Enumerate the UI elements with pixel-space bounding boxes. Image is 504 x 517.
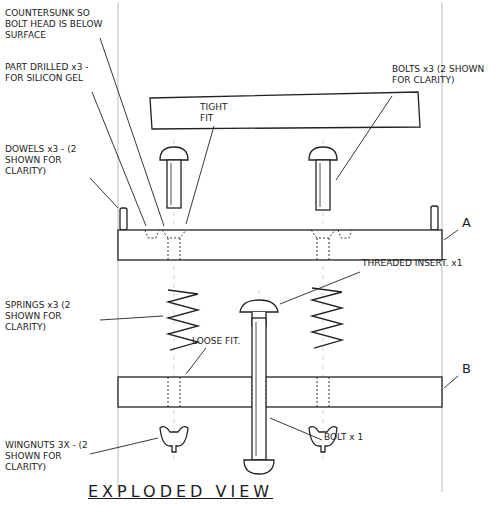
- annotation-note: DOWELS x3 - (2 SHOWN FOR CLARITY): [5, 144, 91, 177]
- annotation-note: BOLTS x3 (2 SHOWN FOR CLARITY): [392, 64, 498, 86]
- annotation-note: THREADED INSERT. x1: [362, 258, 472, 269]
- part-letter: B: [462, 362, 482, 376]
- part-letter: A: [462, 216, 482, 230]
- annotation-note: TIGHT FIT: [200, 102, 240, 124]
- annotation-note: SPRINGS x3 (2 SHOWN FOR CLARITY): [5, 300, 101, 333]
- annotation-note: BOLT x 1: [324, 432, 394, 443]
- drawing-title: EXPLODED VIEW: [88, 482, 273, 501]
- annotation-note: WINGNUTS 3X - (2 SHOWN FOR CLARITY): [5, 440, 95, 473]
- annotation-note: PART DRILLED x3 - FOR SILICON GEL: [5, 62, 93, 84]
- annotation-note: COUNTERSUNK SO BOLT HEAD IS BELOW SURFAC…: [5, 8, 105, 41]
- annotation-note: LOOSE FIT.: [192, 336, 262, 347]
